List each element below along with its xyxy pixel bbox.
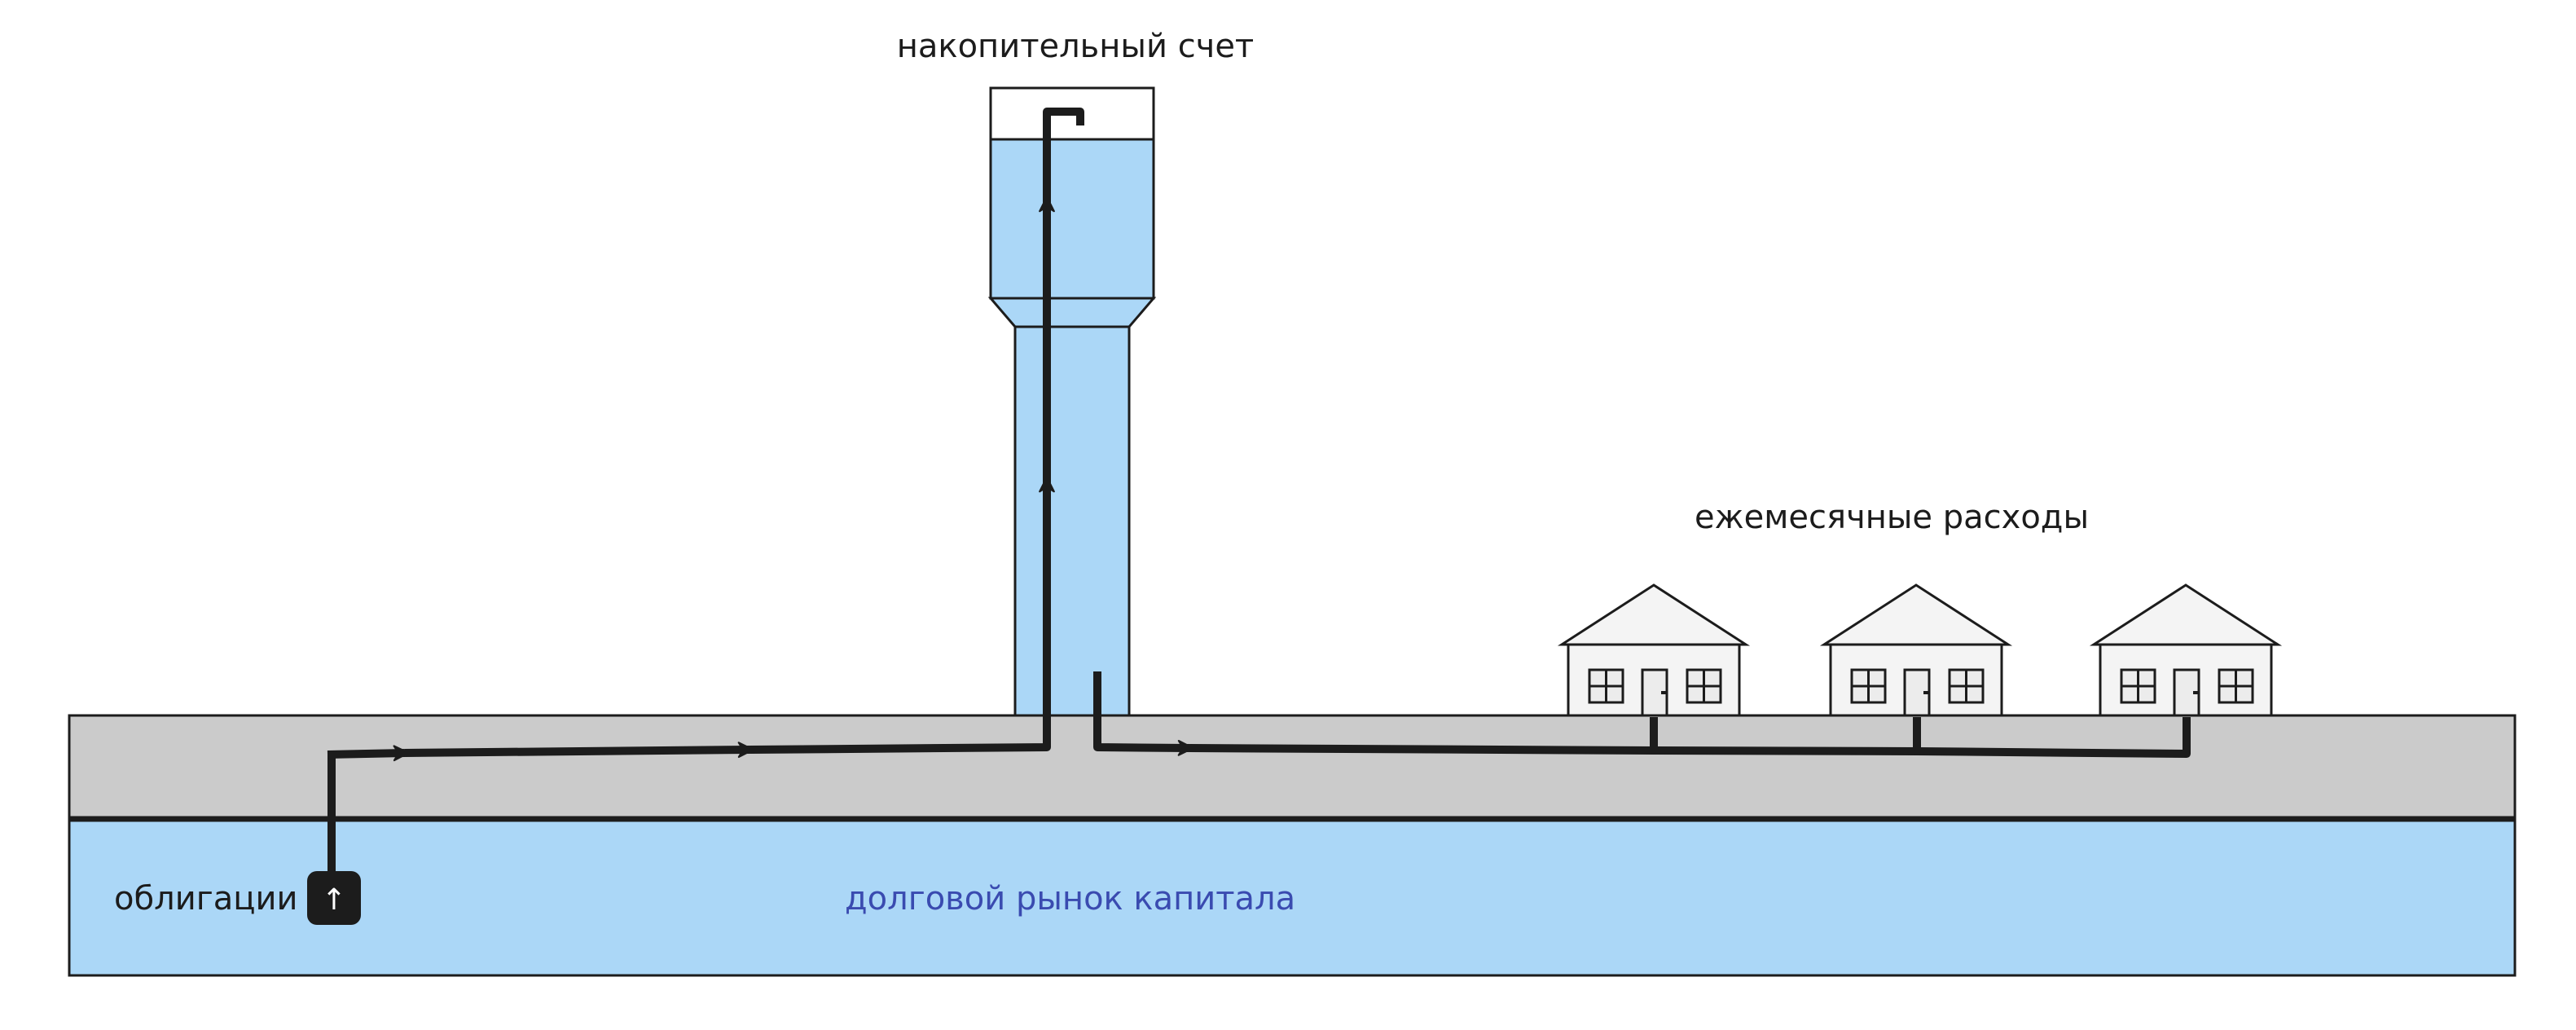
debt-capital-market-label: долговой рынок капитала [845,880,1295,918]
savings-account-label: накопительный счет [897,28,1254,65]
water-tower [987,86,1157,717]
pipes [327,108,2191,874]
house-1 [1557,583,1751,717]
inflow-pipe-segment-2 [404,742,754,759]
house-roof [1557,583,1751,646]
tank-water [991,140,1154,298]
inflow-pipe-segment-3 [749,489,1051,754]
tank-taper [987,297,1157,328]
rising-pipe-hook [1043,108,1084,200]
house-3 [2089,583,2283,717]
ground-layer [68,714,2517,821]
tank-outline [989,86,1155,300]
arrow-up-icon: ↑ [322,883,346,917]
bonds-label: облигации [114,880,297,918]
bonds-badge[interactable]: ↑ [307,871,361,925]
outflow-pipe-drop [1093,671,1194,756]
house-2 [1819,583,2013,717]
house-roof [2089,583,2283,646]
monthly-expenses-label: ежемесячные расходы [1695,499,2089,536]
tower-shaft [1013,325,1131,717]
house-roof [1819,583,2013,646]
debt-capital-market-layer [68,817,2517,977]
bonds-badge-box[interactable] [307,871,361,925]
inflow-pipe-segment-1 [327,745,410,762]
houses-group [1557,583,2283,717]
